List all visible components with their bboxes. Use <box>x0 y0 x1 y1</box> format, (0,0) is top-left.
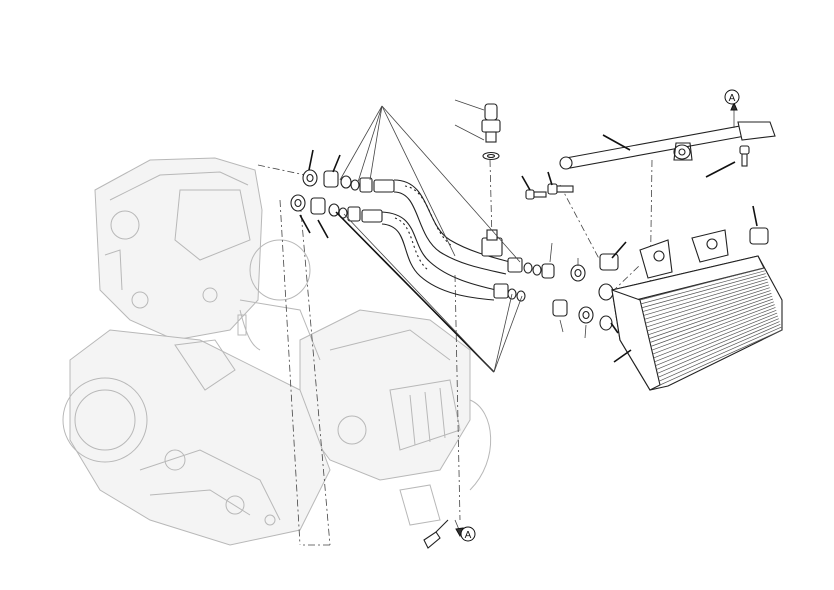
radiator-fin <box>648 295 773 339</box>
radiator-fin <box>647 290 771 332</box>
radiator-fin <box>643 278 768 316</box>
callout-a-top: A <box>724 89 740 105</box>
oil-cooler <box>611 229 783 391</box>
sensor-connector <box>423 519 449 549</box>
lower-hose-fittings <box>290 194 383 223</box>
leader-lines <box>299 99 758 538</box>
radiator-fin <box>659 329 783 386</box>
callout-a-bottom-label: A <box>465 530 472 541</box>
oil-pressure-sensor <box>481 103 501 161</box>
engine-block-outline <box>62 157 492 546</box>
radiator-fin <box>658 326 782 382</box>
radiator-support-bracket <box>559 121 776 170</box>
mounting-screws <box>525 183 574 200</box>
radiator-fin <box>654 312 778 363</box>
radiator-fin <box>658 324 781 378</box>
upper-hose-fittings <box>302 169 395 193</box>
radiator-fin <box>648 293 772 336</box>
radiator-side-fittings <box>493 257 614 331</box>
radiator-fin <box>650 301 774 347</box>
radiator-fin <box>655 315 779 367</box>
bracket-bolt <box>739 145 750 167</box>
radiator-fin <box>642 276 767 312</box>
radiator-fin <box>645 284 770 324</box>
radiator-fin <box>651 304 775 351</box>
radiator-fin <box>657 321 780 374</box>
radiator-fin <box>652 307 776 355</box>
oil-hoses <box>381 179 511 301</box>
callout-a-bottom: A <box>460 526 476 542</box>
radiator-fin <box>641 273 766 309</box>
radiator-fin <box>639 267 765 301</box>
rubber-grommets <box>599 227 769 271</box>
radiator-fin <box>646 287 770 328</box>
radiator-fin <box>653 309 777 359</box>
radiator-fin <box>644 281 769 320</box>
callout-a-top-label: A <box>729 93 736 104</box>
radiator-fin <box>640 270 765 305</box>
radiator-fin <box>649 298 774 343</box>
radiator-fin <box>656 318 779 370</box>
